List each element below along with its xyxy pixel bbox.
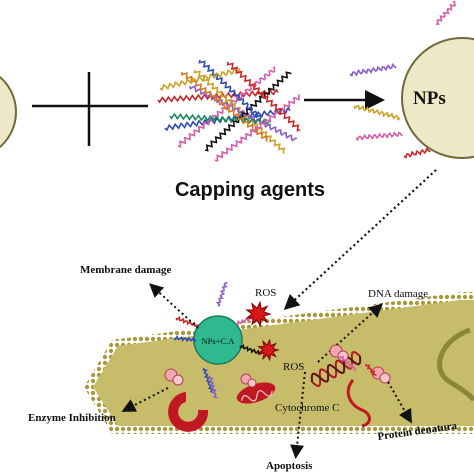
- ribosome-icon: [164, 368, 184, 386]
- apoptosis-arrow: [290, 371, 306, 459]
- ros-burst-icon: [245, 300, 272, 328]
- plus-icon: [32, 72, 148, 146]
- capping-agent-strand: [365, 363, 377, 377]
- capping-agent-strand: [339, 355, 357, 372]
- ros-burst-icon: [257, 338, 280, 362]
- capping-agent-strand: [353, 104, 401, 121]
- capping-agent-strand: [189, 84, 297, 142]
- capping-agent-strand: [208, 375, 218, 399]
- capping-agent-strand: [198, 59, 262, 122]
- membrane-damage-arrow: [149, 283, 199, 329]
- capping-agent-strand: [175, 315, 199, 327]
- capping-agents-label: Capping agents: [175, 179, 325, 201]
- nps-ca-label: NPs+C.A: [202, 336, 236, 346]
- ros-top-label: ROS: [255, 287, 276, 299]
- apoptosis-label: Apoptosis: [266, 460, 313, 472]
- capping-agent-strand: [355, 131, 403, 142]
- capping-agent-strand: [169, 112, 271, 126]
- capping-agent-strand: [215, 281, 228, 307]
- capping-agent-strand: [204, 71, 292, 152]
- nps-capping-strands: [349, 0, 457, 159]
- capping-agent-strand: [173, 335, 197, 343]
- ribosome-icon: [329, 344, 349, 362]
- enzyme-inhibition-arrow: [121, 387, 169, 412]
- internal-strands: [202, 355, 377, 399]
- ribosome-icon: [371, 366, 391, 384]
- ros-bottom-label: ROS: [283, 361, 304, 373]
- capping-agent-strands: [157, 59, 301, 163]
- capping-agent-strand: [349, 63, 397, 78]
- capping-agent-strand: [435, 0, 457, 26]
- enzyme-icon: [168, 392, 209, 432]
- protein-denaturation-arrow: [387, 381, 413, 424]
- dna-helix-icon: [310, 350, 362, 388]
- ribosome-icon: [240, 373, 257, 388]
- nps-circle: [401, 37, 474, 159]
- capping-agent-strand: [226, 61, 301, 132]
- precursor-circle: [0, 75, 17, 149]
- mitochondrion-icon: [236, 382, 276, 404]
- cytoplasm: [93, 300, 474, 426]
- capping-agent-strand: [202, 367, 213, 393]
- nps-label: NPs: [413, 88, 446, 109]
- flagellum: [437, 327, 474, 402]
- membrane-damage-label: Membrane damage: [80, 264, 171, 276]
- cytochrome-c-label: Cytochrome C: [275, 402, 339, 414]
- dna-damage-label: DNA damage: [368, 288, 428, 300]
- capping-agent-strand: [403, 147, 431, 159]
- nps-ca-particle: NPs+C.A: [193, 315, 243, 365]
- capping-agent-strand: [159, 67, 241, 92]
- dna-damage-arrow: [317, 303, 383, 363]
- capping-agent-strand: [239, 343, 263, 355]
- cytochrome-strand: [346, 379, 371, 428]
- nps-to-cell-arrow: [283, 169, 437, 310]
- capping-agent-strand: [214, 94, 300, 163]
- enzyme-inhibition-label: Enzyme Inhibition: [28, 412, 116, 424]
